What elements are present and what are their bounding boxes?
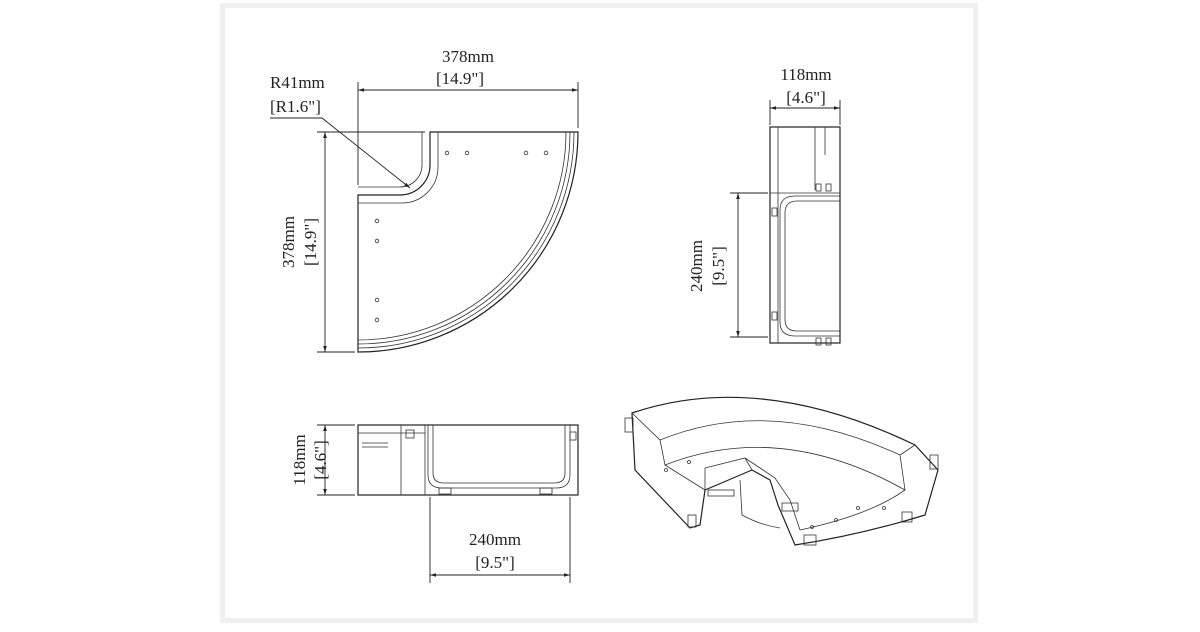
side-height-label-in: [9.5"]: [709, 246, 728, 286]
top-width-label-in: [14.9"]: [436, 69, 484, 88]
side-view: 118mm [4.6"] 240mm [9.5"]: [687, 65, 841, 346]
front-height-label: 118mm: [290, 434, 309, 485]
front-view: 118mm [4.6"] 240mm [9.5"]: [290, 424, 579, 583]
top-height-label-in: [14.9"]: [301, 218, 320, 266]
top-width-label: 378mm: [442, 47, 494, 66]
top-height-label: 378mm: [279, 216, 298, 268]
front-height-label-in: [4.6"]: [311, 440, 330, 480]
side-height-label: 240mm: [687, 240, 706, 292]
front-width-label-in: [9.5"]: [475, 553, 515, 572]
drawing-frame: [220, 3, 978, 623]
side-width-label: 118mm: [780, 65, 831, 84]
top-view: 378mm [14.9"] R41mm [R1.6"] 378mm [14.9"…: [270, 47, 579, 353]
radius-label-in: [R1.6"]: [270, 97, 321, 116]
radius-label: R41mm: [270, 73, 325, 92]
front-width-label: 240mm: [469, 530, 521, 549]
side-width-label-in: [4.6"]: [786, 88, 826, 107]
isometric-view: [624, 396, 939, 546]
